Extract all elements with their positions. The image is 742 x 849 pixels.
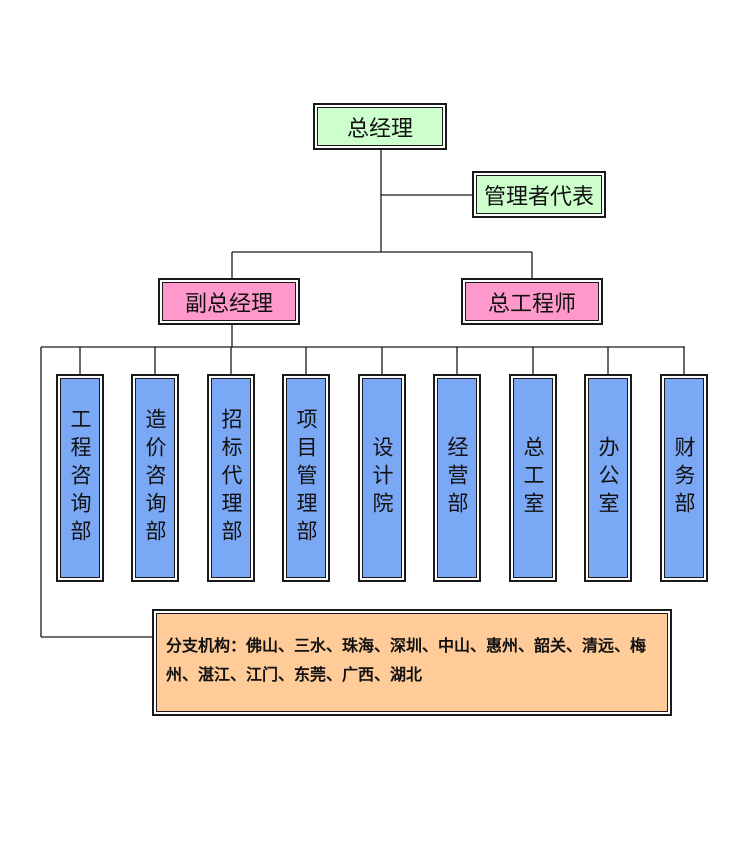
department-business: 经营部 [433,374,481,582]
department-general-office: 办公室 [584,374,632,582]
management-rep-label: 管理者代表 [483,184,594,210]
branch-offices-text: 分支机构：佛山、三水、珠海、深圳、中山、惠州、韶关、清远、梅州、湛江、江门、东莞… [166,636,647,684]
department-label: 总工室 [521,436,545,520]
department-chief-engineer-office: 总工室 [509,374,557,582]
department-cost-consulting: 造价咨询部 [131,374,179,582]
department-engineering-consulting: 工程咨询部 [56,374,104,582]
department-project-management: 项目管理部 [282,374,330,582]
department-label: 招标代理部 [219,408,243,548]
department-tendering-agency: 招标代理部 [207,374,255,582]
department-label: 项目管理部 [294,408,318,548]
chief-engineer-label: 总工程师 [487,291,576,317]
branch-offices-box: 分支机构：佛山、三水、珠海、深圳、中山、惠州、韶关、清远、梅州、湛江、江门、东莞… [152,609,672,716]
department-label: 经营部 [445,436,469,520]
management-rep-box: 管理者代表 [472,171,606,218]
general-manager-box: 总经理 [313,103,447,150]
department-label: 财务部 [672,436,696,520]
department-label: 工程咨询部 [68,408,92,548]
department-label: 办公室 [596,436,620,520]
department-label: 设计院 [370,436,394,520]
department-finance: 财务部 [660,374,708,582]
deputy-gm-label: 副总经理 [184,291,273,317]
deputy-gm-box: 副总经理 [158,278,300,325]
general-manager-label: 总经理 [346,116,413,142]
department-design-institute: 设计院 [358,374,406,582]
department-label: 造价咨询部 [143,408,167,548]
chief-engineer-box: 总工程师 [461,278,603,325]
